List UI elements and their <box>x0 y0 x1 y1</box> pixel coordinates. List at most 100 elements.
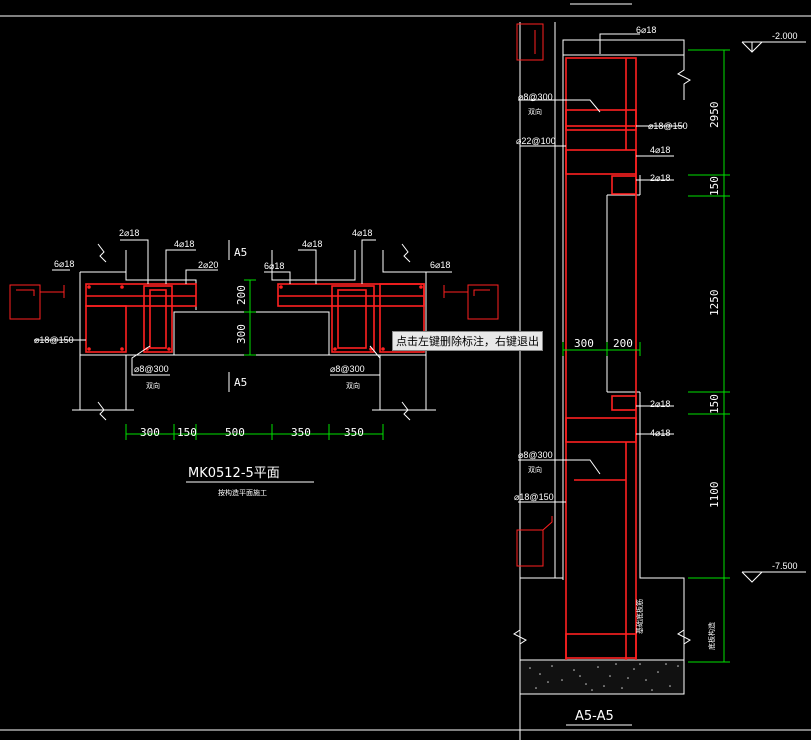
section-rebar-footing <box>565 633 637 659</box>
detail-box-left <box>9 284 41 320</box>
cad-tooltip: 点击左键删除标注，右键退出 <box>392 331 543 351</box>
label-t-phi8-300-note: 双向 <box>528 107 542 116</box>
section-mark-top: A5 <box>234 246 247 259</box>
rebar-dot <box>87 285 91 289</box>
plan-break-symbol-top-left <box>97 243 107 263</box>
label-b-2phi18: 2⌀18 <box>650 399 670 409</box>
label-6phi18-right: 6⌀18 <box>430 260 450 270</box>
leader-4phi18-right <box>361 239 376 284</box>
rebar-dot <box>120 347 124 351</box>
rebar-dot <box>419 285 423 289</box>
leader-2phi18 <box>120 239 149 284</box>
section-break-bottom-right <box>677 629 691 645</box>
leader-t-6phi18 <box>599 33 640 54</box>
rebar-cage-left <box>85 305 127 353</box>
rebar-cage-right-top <box>277 283 425 307</box>
label-b-4phi18: 4⌀18 <box>650 428 670 438</box>
section-detail-top <box>516 23 544 61</box>
label-4phi18-left: 4⌀18 <box>174 239 194 249</box>
label-b-phi8-300: ⌀8@300 <box>518 450 553 460</box>
dim-section-top-1: 200 <box>613 337 633 350</box>
plan-subtitle: 按构造平面施工 <box>218 488 267 497</box>
leader-phi8-300-left <box>131 345 170 376</box>
label-phi8-300-right-note: 双向 <box>346 381 360 390</box>
detail-box-right-hook <box>473 289 490 296</box>
label-t-phi8-300: ⌀8@300 <box>518 92 553 102</box>
plan-title: MK0512-5平面 <box>188 466 280 481</box>
rebar-cage-col-left <box>143 285 173 353</box>
plan-break-symbol-right <box>401 401 411 421</box>
label-6phi18-left: 6⌀18 <box>54 259 74 269</box>
section-title: A5-A5 <box>575 709 614 724</box>
dim-bottom-2: 500 <box>225 426 245 439</box>
section-rebar-small-bottom <box>611 395 637 411</box>
label-b-phi18-150: ⌀18@150 <box>514 492 554 502</box>
dim-section-right-1: 150 <box>708 176 721 196</box>
plan-view: A5 A5 6⌀18 <box>9 228 499 497</box>
section-detail-bottom <box>516 529 544 567</box>
section-cap <box>562 39 685 55</box>
rebar-dot <box>87 347 91 351</box>
plan-wall-top-mid <box>271 250 356 281</box>
leader-t-phi8-300 <box>518 99 601 113</box>
leader-2phi20 <box>185 269 218 284</box>
dim-section-right-3: 150 <box>708 394 721 414</box>
label-2phi18: 2⌀18 <box>119 228 139 238</box>
rebar-dot <box>279 285 283 289</box>
label-phi8-300-left-note: 双向 <box>146 381 160 390</box>
label-phi8-300-left: ⌀8@300 <box>134 364 169 374</box>
dim-bottom-0: 300 <box>140 426 160 439</box>
elevation-bottom: -7.500 <box>772 561 798 571</box>
label-t-6phi18: 6⌀18 <box>636 25 656 35</box>
label-phi18-150: ⌀18@150 <box>34 335 74 345</box>
section-rebar-beam-top <box>565 149 637 175</box>
dim-bottom-3: 350 <box>291 426 311 439</box>
rebar-cage-col-left-inner <box>149 289 167 349</box>
leader-6phi18-mid <box>264 271 291 284</box>
rebar-dot <box>120 285 124 289</box>
label-4phi18-right: 4⌀18 <box>352 228 372 238</box>
section-mark-bottom: A5 <box>234 376 247 389</box>
label-t-2phi18: 2⌀18 <box>650 173 670 183</box>
detail-box-left-hook <box>16 289 35 296</box>
section-wall-right-low <box>639 412 685 660</box>
elevation-top: -2.000 <box>772 31 798 41</box>
dim-section-right-4: 1100 <box>708 482 721 509</box>
rebar-cage-right <box>379 283 425 353</box>
section-rebar-beam-bottom <box>565 417 637 443</box>
label-6phi18-mid: 6⌀18 <box>264 261 284 271</box>
dim-bottom-4: 350 <box>344 426 364 439</box>
rebar-cage-col-right-inner <box>337 289 367 349</box>
detail-box-right <box>467 284 499 320</box>
leader-phi8-300-right <box>330 345 381 376</box>
label-b-phi8-300-note: 双向 <box>528 465 542 474</box>
foundation-gravel <box>519 659 685 695</box>
dim-vertical-1: 300 <box>235 324 248 344</box>
plan-break-symbol-left <box>97 401 107 421</box>
label-side-note: 底板构造 <box>707 622 716 650</box>
label-t-4phi18: 4⌀18 <box>650 145 670 155</box>
label-4phi18-mid: 4⌀18 <box>302 239 322 249</box>
plan-opening <box>173 311 330 355</box>
leader-4phi18-mid <box>298 249 317 284</box>
rebar-dot <box>381 347 385 351</box>
plan-wall-right <box>382 250 427 410</box>
section-view: 6⌀18 ⌀8@300 双向 ⌀18@150 ⌀22@100 4⌀18 2⌀18… <box>513 22 806 740</box>
section-detail-bottom-bar <box>542 516 553 531</box>
dim-section-top-0: 300 <box>574 337 594 350</box>
label-phi8-300-right: ⌀8@300 <box>330 364 365 374</box>
label-2phi20: 2⌀20 <box>198 260 218 270</box>
dim-bottom-1: 150 <box>177 426 197 439</box>
rebar-dot <box>333 347 337 351</box>
label-base-note: 基础底板筋 <box>635 599 644 634</box>
dim-section-right-2: 1250 <box>708 290 721 317</box>
dim-section-right-0: 2950 <box>708 102 721 129</box>
section-rebar-small-top <box>611 175 637 195</box>
rebar-cage-left-top <box>85 283 197 307</box>
plan-break-symbol-top-right <box>401 243 411 263</box>
section-rebar-top <box>565 57 637 127</box>
elevation-symbol-bottom <box>741 571 764 583</box>
leader-4phi18-left <box>165 249 196 284</box>
section-break-top <box>677 55 691 100</box>
